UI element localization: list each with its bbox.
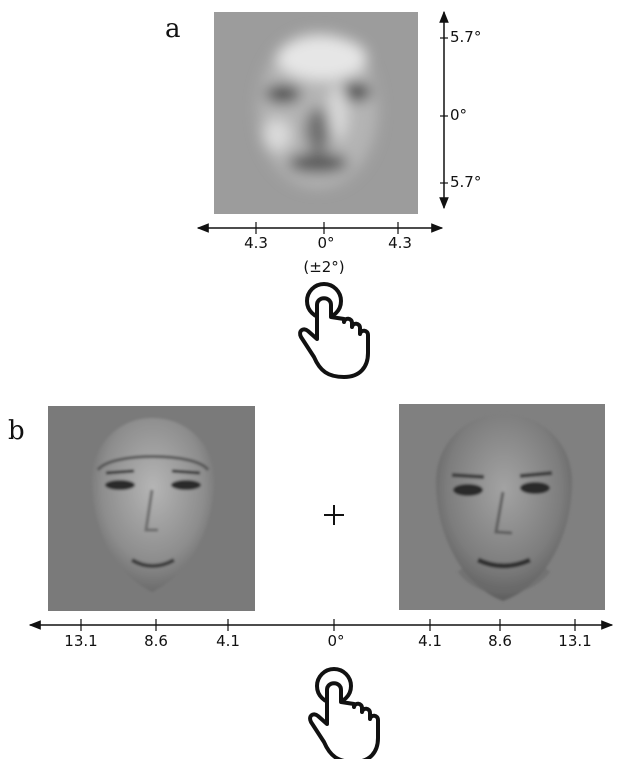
- panel-b-tick: 8.6: [144, 632, 168, 650]
- panel-b-tick: 4.1: [418, 632, 442, 650]
- panel-a-y-tick-bottom: 5.7°: [450, 173, 482, 191]
- panel-b-label: b: [8, 416, 25, 446]
- panel-a-y-tick-top: 5.7°: [450, 28, 482, 46]
- panel-a-x-tick-center: 0°: [317, 234, 335, 252]
- panel-a-y-tick-center: 0°: [450, 106, 468, 124]
- panel-b-tick: 4.1: [216, 632, 240, 650]
- panel-b-tick: 13.1: [558, 632, 592, 650]
- tapping-hand-icon: [298, 282, 370, 379]
- panel-a-x-tick-right: 4.3: [388, 234, 412, 252]
- panel-b-right-stimulus: [399, 404, 605, 610]
- tapping-hand-icon: [308, 667, 380, 759]
- panel-a-x-tick-left: 4.3: [244, 234, 268, 252]
- jitter-label: (±2°): [303, 258, 345, 276]
- panel-b-tick-center: 0°: [327, 632, 345, 650]
- panel-a-stimulus: [214, 12, 418, 214]
- panel-b-left-stimulus: [48, 406, 255, 611]
- fixation-cross: [324, 505, 344, 525]
- panel-b-tick: 13.1: [64, 632, 98, 650]
- panel-b-tick-marks: [80, 619, 576, 631]
- panel-a-label: a: [165, 14, 181, 44]
- panel-b-tick: 8.6: [488, 632, 512, 650]
- blurred-face: [258, 32, 378, 188]
